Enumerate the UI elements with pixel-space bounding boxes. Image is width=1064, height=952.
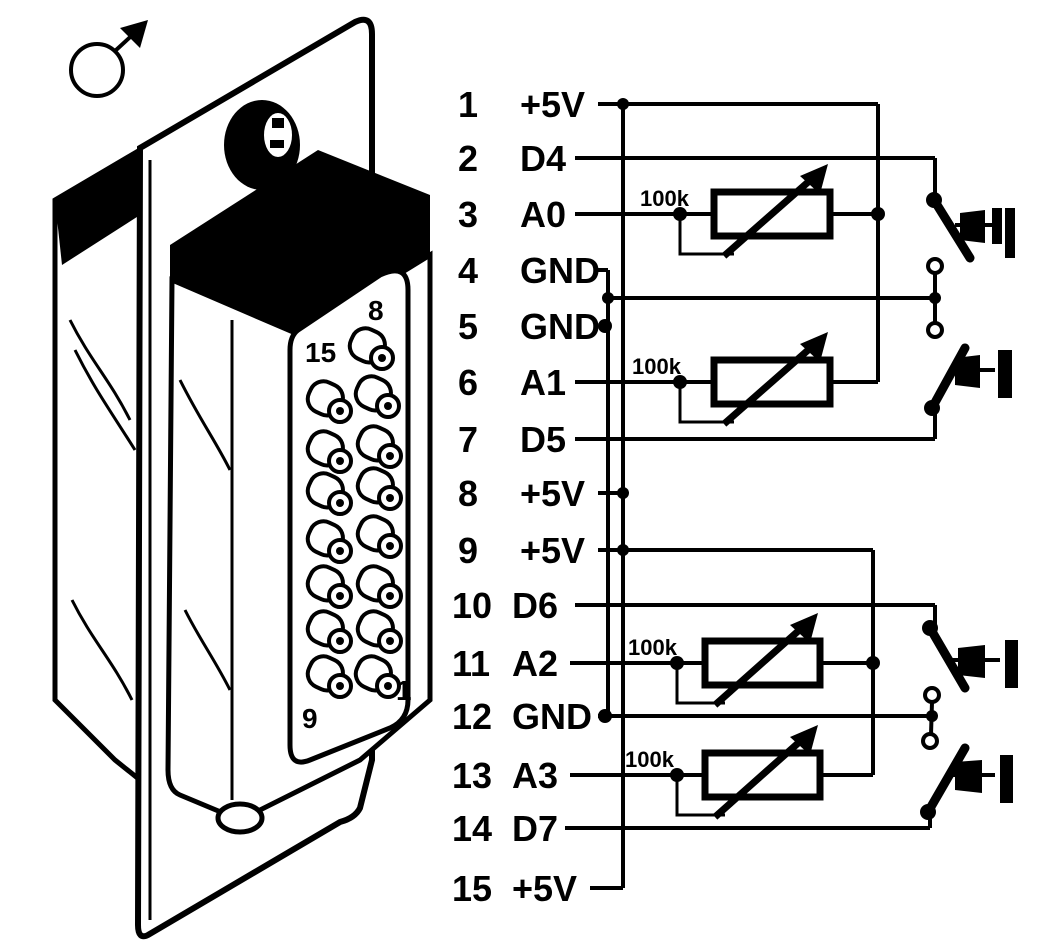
pin-number: 3 <box>458 194 478 235</box>
connector-pin-icon <box>347 326 395 371</box>
pin-signal-5v: +5V <box>520 473 585 514</box>
pin-signal-gnd: GND <box>520 306 600 347</box>
connector-pin-icon <box>305 654 353 699</box>
switch-contact <box>921 732 939 750</box>
switch-contact <box>926 257 944 275</box>
resistor-label: 100k <box>628 635 678 660</box>
pin-number: 4 <box>458 250 478 291</box>
connector-pin-icon <box>305 471 353 516</box>
pin-number: 9 <box>458 530 478 571</box>
connector-pin-icon <box>305 564 353 609</box>
pin-number: 13 <box>452 755 492 796</box>
pin-number: 12 <box>452 696 492 737</box>
pin-signal-d7: D7 <box>512 808 558 849</box>
arrow-head-icon <box>790 725 818 755</box>
junction-dot <box>617 98 629 110</box>
male-symbol-icon <box>69 20 148 98</box>
pin-number: 5 <box>458 306 478 347</box>
arrow-head-icon <box>800 332 828 362</box>
resistor-label: 100k <box>625 747 675 772</box>
variable-arrow <box>712 622 808 708</box>
variable-arrow <box>721 341 818 427</box>
pin-number: 10 <box>452 585 492 626</box>
switch-2-icon <box>924 343 1012 416</box>
corner-label-9: 9 <box>302 703 318 734</box>
potentiometer-100k: 100k <box>628 613 824 708</box>
potentiometer-100k: 100k <box>640 164 834 259</box>
pin-signal-5v: +5V <box>512 868 577 909</box>
junction-dot <box>602 292 614 304</box>
junction-dot <box>598 709 612 723</box>
switch-group <box>920 192 1018 820</box>
switch-4-icon <box>920 743 1013 820</box>
pin-signal-5v: +5V <box>520 84 585 125</box>
switch-contact <box>923 686 941 704</box>
switch-3-icon <box>922 620 1018 693</box>
arrow-head-icon <box>790 613 818 643</box>
pin-number: 14 <box>452 808 492 849</box>
potentiometer-100k: 100k <box>632 332 834 427</box>
pin-signal-d6: D6 <box>512 585 558 626</box>
pin-signal-a2: A2 <box>512 643 558 684</box>
resistor-label: 100k <box>640 186 690 211</box>
resistor-label: 100k <box>632 354 682 379</box>
junction-dot <box>866 656 880 670</box>
connector-pin-icon <box>305 519 353 564</box>
pin-number: 1 <box>458 84 478 125</box>
pin-signal-a0: A0 <box>520 194 566 235</box>
corner-label-8: 8 <box>368 295 384 326</box>
pin-number: 7 <box>458 419 478 460</box>
junction-dot <box>598 319 612 333</box>
pin-signal-gnd: GND <box>512 696 592 737</box>
pin-signal-d4: D4 <box>520 138 566 179</box>
connector-pin-icon <box>305 429 353 474</box>
connector-pin-icon <box>355 564 403 609</box>
pin-number: 6 <box>458 362 478 403</box>
corner-label-15: 15 <box>305 337 336 368</box>
dsub-connector-illustration: 8 15 9 1 <box>52 16 433 940</box>
connector-pin-icon <box>355 514 403 559</box>
junction-dot <box>617 544 629 556</box>
pin-signal-gnd: GND <box>520 250 600 291</box>
pin-signal-d5: D5 <box>520 419 566 460</box>
wiring <box>565 98 937 890</box>
junction-dot <box>670 656 684 670</box>
junction-dot <box>673 375 687 389</box>
pin-signal-a3: A3 <box>512 755 558 796</box>
connector-pin-icon <box>355 609 403 654</box>
pin-number: 11 <box>452 643 490 684</box>
junction-dot <box>617 487 629 499</box>
connector-pin-icon <box>355 424 403 469</box>
pin-number: 15 <box>452 868 492 909</box>
junction-dot <box>673 207 687 221</box>
connector-pin-icon <box>353 374 401 419</box>
screw-icon <box>224 100 300 190</box>
variable-arrow <box>721 173 818 259</box>
arrow-head-icon <box>800 164 828 194</box>
junction-dot <box>670 768 684 782</box>
switch-1-icon <box>926 192 1015 263</box>
junction-dot <box>871 207 885 221</box>
connector-pin-icon <box>355 466 403 511</box>
connector-pin-icon <box>353 654 401 699</box>
potentiometer-100k: 100k <box>625 725 824 820</box>
pin-signal-a1: A1 <box>520 362 566 403</box>
corner-label-1: 1 <box>396 675 412 706</box>
switch-contact <box>926 321 944 339</box>
variable-arrow <box>712 734 808 820</box>
connector-pin-icon <box>305 609 353 654</box>
pin-signal-5v: +5V <box>520 530 585 571</box>
connector-pin-icon <box>305 379 353 424</box>
pin-number: 2 <box>458 138 478 179</box>
pin-number: 8 <box>458 473 478 514</box>
